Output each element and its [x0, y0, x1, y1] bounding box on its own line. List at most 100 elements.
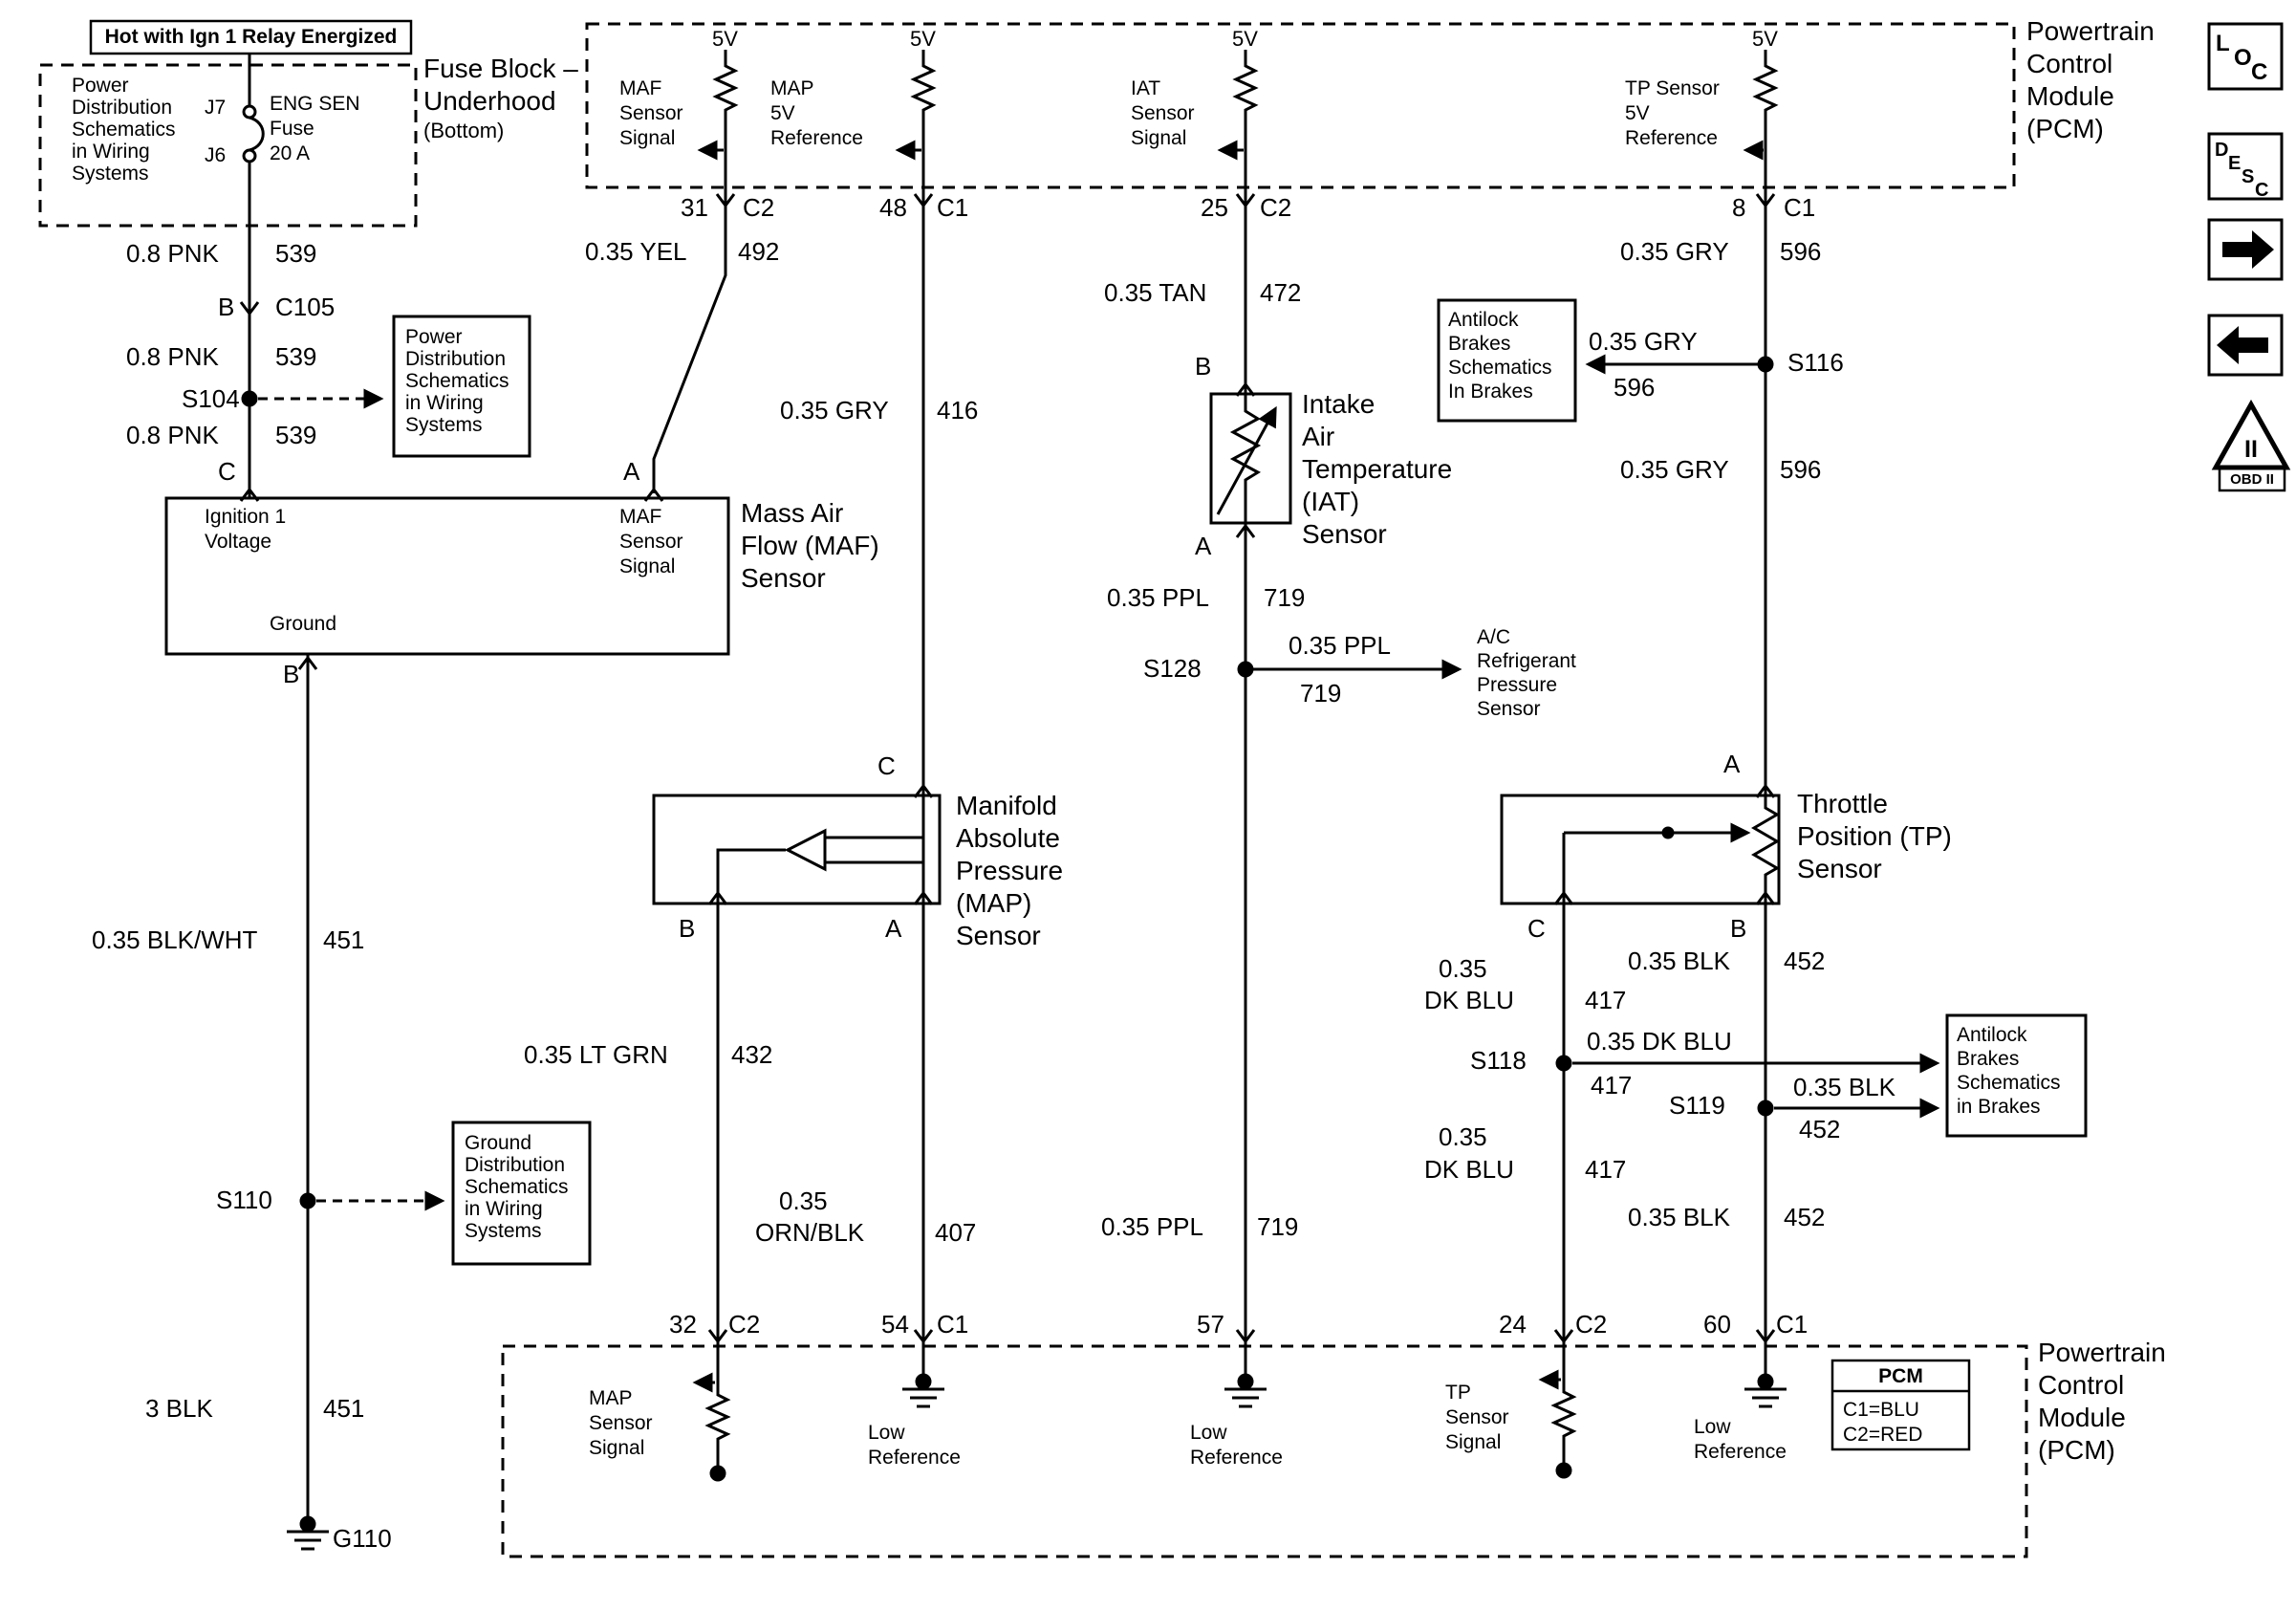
fuse-block-title: (Bottom): [423, 119, 505, 142]
pin-number: 54: [881, 1310, 909, 1339]
wire-label: 0.8 PNK: [126, 239, 219, 268]
pin-number: 24: [1499, 1310, 1527, 1339]
circuit-number: 416: [937, 396, 979, 425]
pin-label: B: [679, 914, 696, 943]
fuse-pin-j6: J6: [205, 144, 227, 166]
circuit-number: 719: [1257, 1212, 1299, 1241]
pin-connector: C2: [743, 193, 775, 222]
pcm-top-graphics: [585, 22, 2016, 207]
pin-label: B: [1730, 914, 1747, 943]
pin-connector: C2: [1575, 1310, 1608, 1339]
wire-label: 0.35: [1439, 1122, 1487, 1151]
wire-label: 0.35 DK BLU: [1587, 1027, 1732, 1056]
wire-label: 0.35 BLK: [1628, 947, 1730, 975]
pin-number: 48: [879, 193, 907, 222]
pin-label: C: [877, 751, 896, 780]
supply-5v-label: 5V: [910, 27, 936, 51]
splice-label: S110: [216, 1186, 272, 1214]
desc-icon[interactable]: D: [2215, 140, 2229, 161]
wire-label: 0.35 PPL: [1107, 583, 1209, 612]
circuit-number: 452: [1784, 1203, 1826, 1231]
circuit-number: 719: [1300, 679, 1342, 708]
pin-number: 31: [681, 193, 708, 222]
pcm-legend-row: C2=RED: [1843, 1424, 1923, 1446]
fuse-block-title: Fuse Block –: [423, 54, 578, 83]
loc-icon[interactable]: L: [2216, 31, 2230, 56]
pin-number: 32: [669, 1310, 697, 1339]
fuse-pin-j7: J7: [205, 97, 227, 119]
wire-label: 0.35 BLK/WHT: [92, 925, 258, 954]
pin-label: B: [283, 660, 300, 688]
pin-connector: C1: [1784, 193, 1816, 222]
wire-label: 0.35 GRY: [1589, 327, 1698, 356]
pin-label: C: [1527, 914, 1546, 943]
circuit-number: 417: [1591, 1071, 1633, 1099]
wire-label: 0.35 PPL: [1289, 631, 1391, 660]
ground-label: G110: [333, 1524, 392, 1553]
circuit-number: 432: [731, 1040, 773, 1069]
desc-icon[interactable]: S: [2242, 166, 2255, 187]
pin-number: 25: [1201, 193, 1228, 222]
pcm-legend-row: C1=BLU: [1843, 1399, 1919, 1421]
pin-connector: C1: [937, 193, 969, 222]
ignition-feed-wire: [239, 162, 531, 498]
pin-label: A: [1723, 750, 1741, 778]
iat-sensor-graphics: [1209, 187, 1462, 1382]
tp-sensor-graphics: [1437, 187, 2088, 1388]
wire-label: 0.35 BLK: [1628, 1203, 1730, 1231]
splice-label: S104: [182, 384, 240, 413]
wire-label: ORN/BLK: [755, 1218, 865, 1247]
splice-label: S118: [1470, 1046, 1527, 1075]
pcm-bottom-graphics: [501, 1328, 2028, 1558]
desc-icon[interactable]: C: [2255, 180, 2269, 201]
circuit-number: 452: [1784, 947, 1826, 975]
loc-icon[interactable]: O: [2234, 45, 2252, 71]
fuse-block-title: Underhood: [423, 86, 556, 116]
map-sensor-graphics: [652, 187, 942, 1391]
pin-number: 57: [1197, 1310, 1224, 1339]
supply-5v-label: 5V: [1752, 27, 1778, 51]
splice-label: S128: [1143, 654, 1202, 683]
circuit-number: 472: [1260, 278, 1302, 307]
pin-connector: C2: [1260, 193, 1292, 222]
pin-connector: C1: [937, 1310, 969, 1339]
connector-pin: B: [218, 293, 235, 321]
next-arrow-icon: [2222, 230, 2274, 269]
wire-label: 0.8 PNK: [126, 342, 219, 371]
loc-icon[interactable]: C: [2251, 59, 2268, 85]
pcm-legend-title: PCM: [1878, 1365, 1923, 1387]
wire-label: DK BLU: [1424, 986, 1514, 1014]
circuit-number: 417: [1585, 986, 1627, 1014]
connector-label: C105: [275, 293, 336, 321]
circuit-number: 539: [275, 342, 317, 371]
maf-ground-label: Ground: [270, 613, 337, 635]
splice-label: S119: [1669, 1091, 1725, 1120]
pin-label: B: [1195, 352, 1212, 381]
pin-number: 60: [1703, 1310, 1731, 1339]
hot-label: Hot with Ign 1 Relay Energized: [104, 26, 398, 48]
obd2-icon[interactable]: II: [2244, 436, 2258, 463]
supply-5v-label: 5V: [1232, 27, 1258, 51]
wire-label: 0.35 TAN: [1104, 278, 1207, 307]
circuit-number: 417: [1585, 1155, 1627, 1184]
maf-sensor-graphics: [164, 488, 730, 1551]
circuit-number: 596: [1780, 455, 1822, 484]
wire-label: 0.35: [1439, 954, 1487, 983]
supply-5v-label: 5V: [712, 27, 738, 51]
circuit-number: 492: [738, 237, 780, 266]
wire-label: 0.35: [779, 1186, 828, 1215]
circuit-number: 451: [323, 1394, 365, 1423]
desc-icon[interactable]: E: [2228, 153, 2242, 174]
